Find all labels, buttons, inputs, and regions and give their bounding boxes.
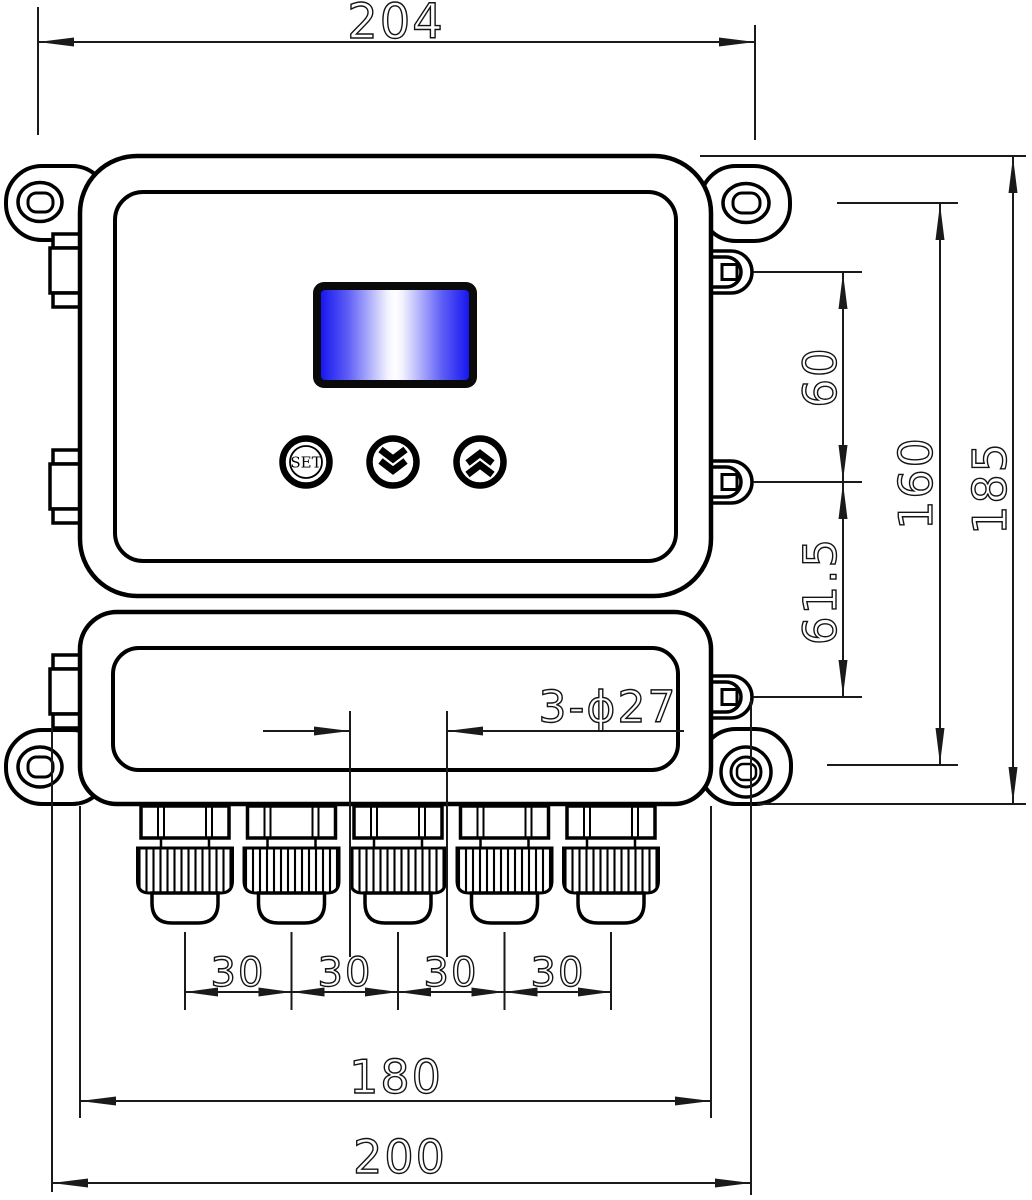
up-button [453,435,507,489]
dimension-annotations: 204 185 160 60 [37,0,1026,1195]
ear-top-left-hole [26,191,55,214]
dim-gland-pitch-label-3: 30 [424,950,479,996]
dim-gland-hole-note: 3-ϕ27 [263,681,684,957]
dim-gland-pitch-label-4: 30 [531,950,586,996]
dim-tab-offset-mid: 61.5 [793,483,848,696]
down-button [366,435,420,489]
dim-body-width: 200 [51,700,752,1195]
dim-gland-pitch: 30 30 30 30 [184,932,612,1010]
left-hinges [48,232,84,730]
lcd-display [313,282,477,388]
ear-bottom-right-hole [735,762,758,782]
dim-gland-pitch-label-2: 30 [318,950,373,996]
latch-tab-middle [711,459,754,505]
hinge-top [48,232,84,309]
hinge-bottom [48,653,84,730]
right-latch-tabs [711,249,754,720]
dim-tab-offset-top-label: 60 [794,346,847,407]
latch-tab-bottom [711,674,754,720]
dim-gland-pitch-label-1: 30 [211,950,266,996]
dim-body-width-label: 200 [353,1130,447,1184]
dim-side-hole-span: 160 [827,202,958,766]
cable-gland [136,804,234,925]
dim-tab-offset-mid-label: 61.5 [794,537,847,645]
ear-bottom-left-hole [26,755,55,779]
cable-gland [455,804,554,925]
dim-overall-height-label: 185 [963,441,1017,535]
dim-door-width-label: 180 [349,1050,443,1104]
dim-side-hole-span-label: 160 [889,436,943,530]
dim-overall-height: 185 [700,155,1026,805]
dim-door-width: 180 [79,806,712,1118]
cable-glands [136,804,660,925]
dim-overall-width: 204 [37,0,756,140]
cable-gland [242,804,341,925]
dim-tab-offset-top: 60 [793,273,848,481]
hinge-middle [48,448,84,525]
dim-overall-width-label: 204 [347,0,445,50]
set-button: SET [279,435,333,489]
latch-tab-top [711,249,754,295]
chevron-double-up-icon [465,449,495,478]
set-button-label: SET [290,453,321,471]
front-buttons: SET [279,435,507,489]
dim-gland-hole-note-label: 3-ϕ27 [539,682,678,733]
ear-top-right-hole [731,191,762,215]
lcd-screen [321,290,469,380]
cable-gland [349,804,447,925]
lower-door-panel-outline [111,646,680,772]
cable-gland [562,804,660,925]
chevron-double-down-icon [378,446,408,475]
